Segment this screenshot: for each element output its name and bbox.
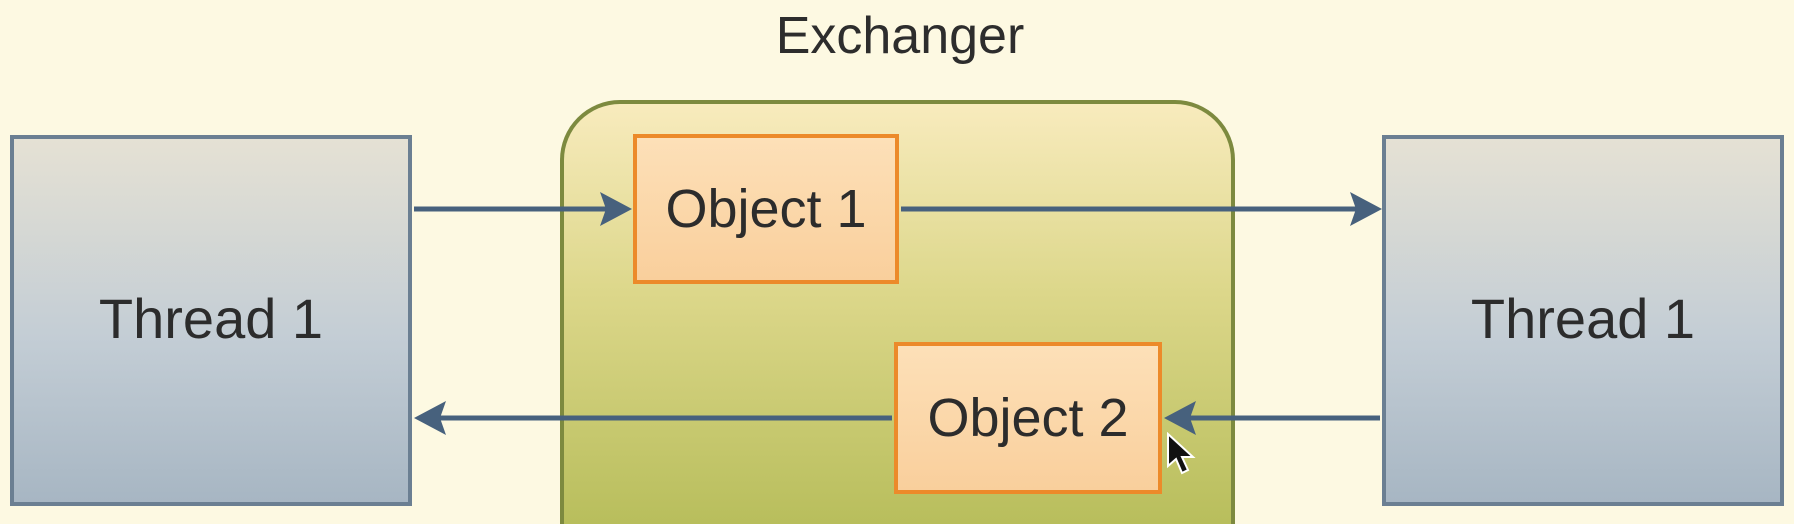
object-1-box: Object 1: [633, 134, 899, 284]
thread-label-left: Thread 1: [98, 287, 324, 350]
mouse-cursor-icon: [1167, 432, 1196, 475]
object-2-box: Object 2: [894, 342, 1162, 494]
thread-box-right: Thread 1: [1382, 135, 1784, 506]
object-2-label: Object 2: [927, 388, 1129, 448]
object-1-label: Object 1: [665, 179, 867, 239]
thread-label-right: Thread 1: [1470, 287, 1696, 350]
diagram-title: Exchanger: [775, 7, 1025, 65]
thread-box-left: Thread 1: [10, 135, 412, 506]
